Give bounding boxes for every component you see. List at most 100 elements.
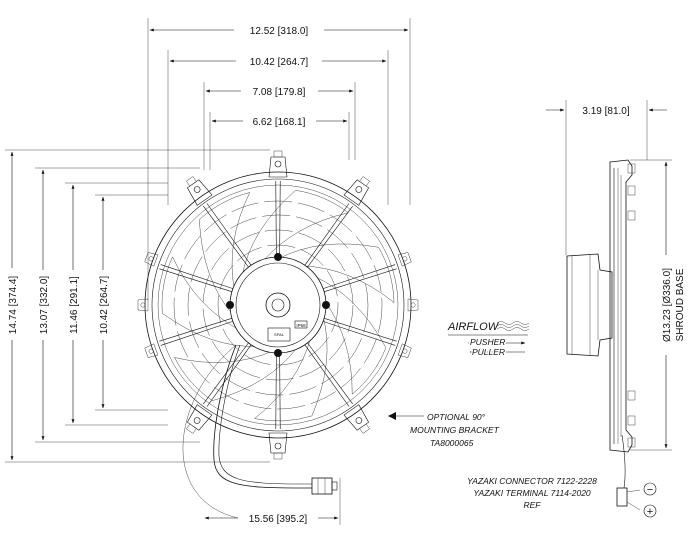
fan-blade [161, 256, 259, 347]
side-wiring-lead [621, 434, 626, 489]
side-tab [627, 185, 636, 196]
wiring-lead-2 [218, 344, 312, 485]
guard-spoke [321, 264, 396, 290]
guard-spoke [303, 342, 350, 407]
guard-spoke [275, 350, 277, 429]
dim-depth: 3.19 [81.0] [582, 106, 629, 117]
bracket-note-line2: MOUNTING BRACKET [410, 425, 500, 435]
mounting-tab [343, 404, 370, 434]
negative-symbol: − [647, 484, 653, 496]
mounting-tab [268, 432, 288, 460]
dim-bracket-span: 10.42 [264.7] [250, 57, 309, 68]
dim-shroud-height: 13.07 [332.0] [39, 276, 50, 335]
positive-symbol: + [647, 506, 653, 518]
positive-terminal [643, 504, 657, 518]
side-tab [627, 415, 636, 426]
mounting-tab [397, 343, 412, 358]
guard-ring [173, 200, 383, 410]
side-connector [616, 487, 628, 507]
front-view: SPAL IP68 [137, 150, 419, 495]
dim-shroud-diameter: Ø13.23 [Ø336.0] [662, 268, 673, 342]
guard-spoke [206, 203, 253, 268]
side-tab [627, 437, 636, 448]
shroud-inner-ring [151, 178, 405, 432]
dim-lead-length: 15.56 [395.2] [249, 514, 308, 525]
motor-label-plate [267, 327, 291, 342]
guard-spoke [206, 342, 253, 407]
guard-spoke [203, 205, 250, 269]
guard-spoke [322, 268, 397, 293]
guard-spoke [160, 264, 235, 290]
guard-spoke [306, 341, 353, 405]
mounting-tab [186, 176, 213, 206]
side-tabs [627, 163, 636, 448]
lead-length-dimension: 15.56 [395.2] [182, 344, 341, 525]
fan-blade [253, 314, 328, 422]
motor-side-profile [566, 253, 613, 357]
guard-spoke [279, 181, 281, 260]
motor-hub-ring [235, 262, 321, 348]
bracket-note-line3: TA8000065 [430, 438, 474, 448]
fan-blade [313, 275, 387, 395]
mounting-tab [268, 150, 288, 178]
shroud-lip-ring [157, 184, 399, 426]
left-dimensions: 14.74 [374.4] 13.07 [332.0] 11.46 [291.1… [5, 149, 270, 463]
fan-blade [199, 192, 251, 316]
motor-hub-outer [229, 256, 327, 354]
guard-spoke [322, 317, 397, 342]
guard-spoke [321, 320, 396, 346]
guard-spoke [279, 350, 281, 429]
guard-ring [202, 229, 354, 381]
guard-spoke [275, 181, 277, 260]
connector-note-line3: REF [524, 500, 542, 510]
puller-label: PULLER [472, 347, 505, 357]
connector-cap [331, 481, 338, 491]
bracket-note-line1: OPTIONAL 90° [427, 412, 486, 422]
motor-ip-plate [294, 320, 308, 329]
connector-note-line1: YAZAKI CONNECTOR 7122-2228 [467, 476, 597, 486]
fan-blades [161, 190, 395, 422]
side-tab [627, 390, 636, 401]
side-view: 3.19 [81.0] Ø13.23 [Ø336.0] SHROUD BASE … [546, 100, 686, 518]
motor-shaft [271, 298, 285, 312]
connector-note: YAZAKI CONNECTOR 7122-2228 YAZAKI TERMIN… [467, 476, 597, 510]
dim-bolt-span-outer: 7.08 [179.8] [253, 87, 306, 98]
airflow-label: AIRFLOW [447, 321, 500, 333]
guard-spoke [159, 317, 234, 342]
guard-spoke [306, 205, 353, 269]
side-tab [627, 163, 636, 174]
guard-spoke [303, 203, 350, 268]
dim-mount-height-outer: 11.46 [291.1] [69, 276, 80, 334]
guard-spokes [159, 181, 397, 429]
mounting-tab [397, 252, 412, 267]
negative-terminal [643, 482, 657, 496]
guard-spoke [160, 320, 235, 346]
bracket-note: OPTIONAL 90° MOUNTING BRACKET TA8000065 [388, 412, 500, 448]
dim-bolt-span-inner: 6.62 [168.1] [253, 117, 306, 128]
motor-shaft-cap [265, 292, 291, 318]
motor-ip-label: IP68 [296, 323, 306, 328]
motor-bolts [226, 253, 330, 357]
motor-brand-label: SPAL [274, 332, 285, 337]
connector-note-line2: YAZAKI TERMINAL 7114-2020 [473, 488, 591, 498]
fan-blade [241, 190, 349, 277]
pusher-label: PUSHER [470, 337, 505, 347]
mounting-tab [137, 298, 149, 312]
top-dimensions: 12.52 [318.0] 10.42 [264.7] 7.08 [179.8]… [147, 18, 411, 300]
side-tab [627, 210, 636, 221]
guard-spoke [159, 268, 234, 293]
connector-body [311, 477, 333, 495]
dim-shroud-width: 12.52 [318.0] [250, 26, 309, 37]
guard-ring [217, 244, 339, 366]
shroud-base-label: SHROUD BASE [675, 268, 686, 341]
mounting-tab [186, 404, 213, 434]
dim-mount-height-inner: 10.42 [264.7] [99, 276, 110, 335]
mounting-tab [407, 298, 419, 312]
airflow-indicator: AIRFLOW PUSHER PULLER [447, 321, 530, 359]
guard-ring [187, 214, 369, 396]
wiring-lead [213, 344, 312, 489]
mounting-tab [343, 176, 370, 206]
mounting-tab [144, 343, 159, 358]
fan-blade [277, 243, 395, 304]
